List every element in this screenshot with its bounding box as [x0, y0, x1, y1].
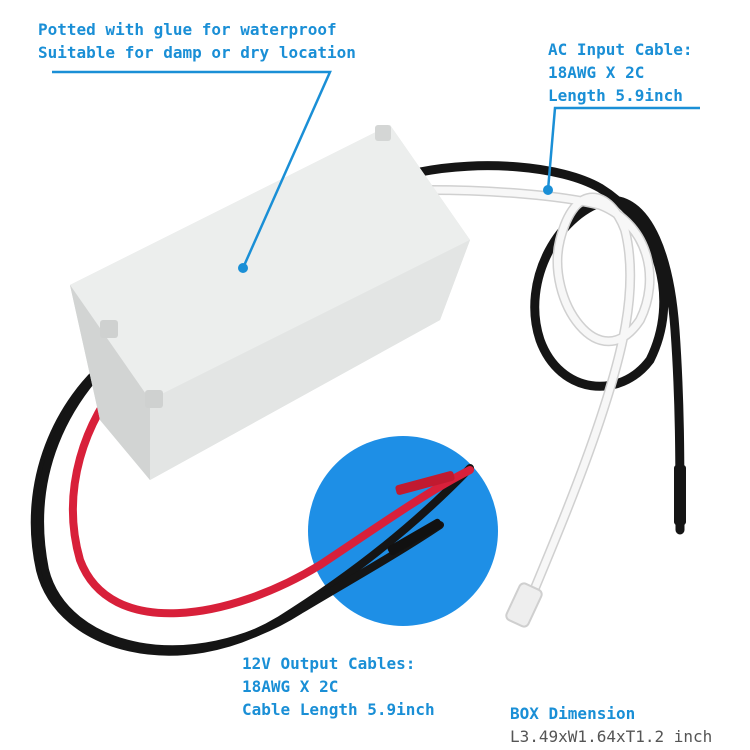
power-supply-box — [70, 125, 470, 480]
box-dimension-value: L3.49xW1.64xT1.2 inch — [510, 727, 713, 746]
ac-input-line-3: Length 5.9inch — [548, 86, 683, 105]
ac-input-line-1: AC Input Cable: — [548, 40, 693, 59]
potted-callout: Potted with glue for waterproof Suitable… — [38, 18, 356, 64]
callout-lines — [52, 70, 700, 273]
potted-line-1: Potted with glue for waterproof — [38, 20, 337, 39]
box-dimension-title: BOX Dimension — [510, 704, 636, 723]
box-dimension-callout: BOX Dimension L3.49xW1.64xT1.2 inch — [510, 702, 712, 748]
ac-dot — [543, 185, 553, 195]
potted-dot — [238, 263, 248, 273]
output-callout: 12V Output Cables: 18AWG X 2C Cable Leng… — [242, 652, 435, 721]
ac-input-wires — [415, 161, 686, 628]
ac-leader — [546, 106, 700, 191]
output-line-1: 12V Output Cables: — [242, 654, 416, 673]
ac-input-line-2: 18AWG X 2C — [548, 63, 645, 82]
output-line-3: Cable Length 5.9inch — [242, 700, 435, 719]
potted-line-2: Suitable for damp or dry location — [38, 43, 356, 62]
potted-leader — [52, 70, 332, 269]
output-line-2: 18AWG X 2C — [242, 677, 339, 696]
ac-input-callout: AC Input Cable: 18AWG X 2C Length 5.9inc… — [548, 38, 693, 107]
output-wires — [30, 356, 474, 656]
